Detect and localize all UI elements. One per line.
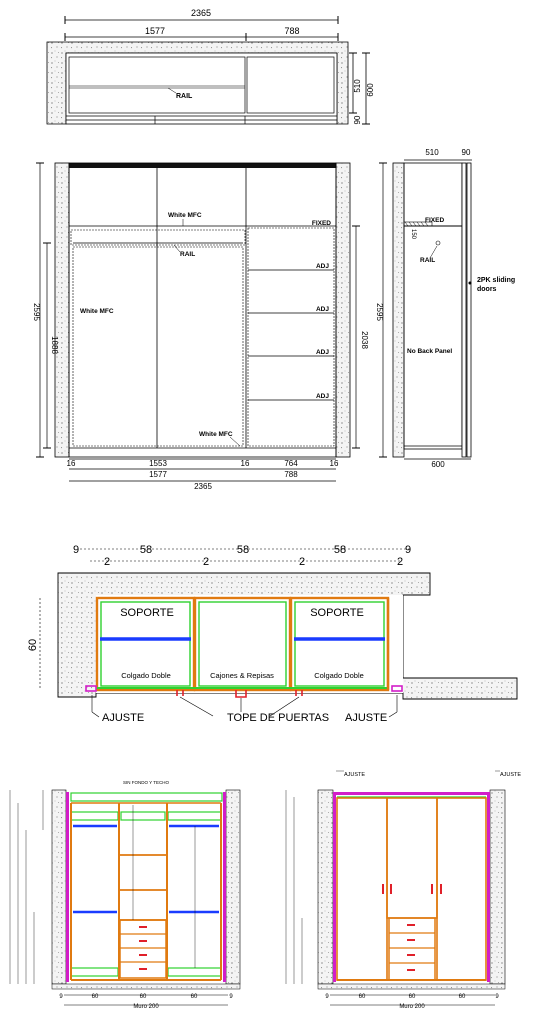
plan-dim-total: 2365 bbox=[191, 8, 211, 18]
plan-rail-label: RAIL bbox=[176, 93, 193, 100]
el-title: SIN FONDO Y TECHO bbox=[123, 780, 170, 785]
side-dim-2595: 2595 bbox=[375, 303, 384, 321]
side-dim-510: 510 bbox=[425, 148, 439, 157]
er-ajuste-right: AJUSTE bbox=[500, 772, 521, 778]
elevation-left: SIN FONDO Y TECHO bbox=[9, 780, 241, 1010]
sp-dim-60: 60 bbox=[27, 639, 39, 651]
front-dim-2365: 2365 bbox=[194, 482, 212, 491]
sp-colgado-right: Colgado Doble bbox=[314, 671, 364, 680]
el-bottom-dim-5: 9 bbox=[229, 994, 233, 1000]
side-dim-90: 90 bbox=[462, 148, 471, 157]
front-rail-label: RAIL bbox=[180, 251, 195, 258]
elevation-right: AJUSTE AJUSTE 9 60 60 60 9 Muro 200 bbox=[285, 770, 521, 1010]
side-rail-label: RAIL bbox=[420, 257, 435, 264]
sp-soporte-left: SOPORTE bbox=[120, 607, 174, 619]
el-bottom-dim-3: 60 bbox=[140, 994, 147, 1000]
sp-top-dim-1: 9 bbox=[73, 544, 79, 556]
sp-sub-dim-1: 2 bbox=[104, 556, 110, 568]
er-bottom-dim-1: 9 bbox=[325, 994, 329, 1000]
front-bottom-dim-4: 764 bbox=[284, 459, 298, 468]
sp-sub-dim-2: 2 bbox=[203, 556, 209, 568]
sp-cajones: Cajones & Repisas bbox=[210, 671, 274, 680]
er-ajuste-left: AJUSTE bbox=[344, 772, 365, 778]
sp-top-dim-4: 58 bbox=[334, 544, 346, 556]
front-white-mfc-top: White MFC bbox=[168, 212, 202, 219]
front-bottom-dim-3: 16 bbox=[241, 459, 250, 468]
sp-tope-label: TOPE DE PUERTAS bbox=[227, 712, 329, 724]
front-adj-2: ADJ bbox=[316, 306, 329, 313]
plan-dim-right: 788 bbox=[284, 26, 299, 36]
front-bottom-dim-1: 16 bbox=[67, 459, 76, 468]
front-dim-1577: 1577 bbox=[149, 470, 167, 479]
top-plan: 2365 1577 788 RAIL 510 600 90 bbox=[46, 8, 375, 125]
sp-top-dim-5: 9 bbox=[405, 544, 411, 556]
er-muro: Muro 200 bbox=[399, 1004, 425, 1010]
side-fixed-label: FIXED bbox=[425, 217, 444, 224]
sp-soporte-right: SOPORTE bbox=[310, 607, 364, 619]
front-dim-2038: 2038 bbox=[360, 331, 369, 349]
front-white-mfc-bottom: White MFC bbox=[199, 431, 233, 438]
front-dim-788: 788 bbox=[284, 470, 298, 479]
sp-colgado-left: Colgado Doble bbox=[121, 671, 171, 680]
front-fixed-label: FIXED bbox=[312, 220, 331, 227]
sp-top-dim-2: 58 bbox=[140, 544, 152, 556]
front-adj-3: ADJ bbox=[316, 349, 329, 356]
front-white-mfc-left: White MFC bbox=[80, 308, 114, 315]
plan-dim-600: 600 bbox=[366, 83, 375, 97]
er-bottom-dim-4: 60 bbox=[459, 994, 466, 1000]
plan-dim-90: 90 bbox=[353, 115, 362, 124]
sp-ajuste-right: AJUSTE bbox=[345, 712, 387, 724]
front-bottom-dim-2: 1553 bbox=[149, 459, 167, 468]
front-adj-1: ADJ bbox=[316, 263, 329, 270]
er-bottom-dim-3: 60 bbox=[409, 994, 416, 1000]
sp-top-dim-3: 58 bbox=[237, 544, 249, 556]
el-muro: Muro 200 bbox=[133, 1004, 159, 1010]
front-bottom-dim-5: 16 bbox=[330, 459, 339, 468]
front-dim-2595: 2595 bbox=[32, 303, 41, 321]
front-adj-4: ADJ bbox=[316, 393, 329, 400]
side-no-back-panel: No Back Panel bbox=[407, 348, 452, 355]
el-bottom-dim-4: 60 bbox=[191, 994, 198, 1000]
el-bottom-dim-2: 60 bbox=[92, 994, 99, 1000]
side-dim-150: 150 bbox=[410, 229, 416, 240]
side-dim-600: 600 bbox=[431, 460, 445, 469]
sp-sub-dim-4: 2 bbox=[397, 556, 403, 568]
el-bottom-dim-1: 9 bbox=[59, 994, 63, 1000]
er-bottom-dim-5: 9 bbox=[495, 994, 499, 1000]
front-elevation: White MFC RAIL FIXED ADJ ADJ ADJ ADJ Whi… bbox=[32, 162, 369, 491]
sp-sub-dim-3: 2 bbox=[299, 556, 305, 568]
er-bottom-dim-2: 60 bbox=[359, 994, 366, 1000]
plan-dim-left: 1577 bbox=[145, 26, 165, 36]
front-dim-1888: 1888 bbox=[50, 336, 59, 354]
plan-dim-510: 510 bbox=[353, 79, 362, 93]
sp-ajuste-left: AJUSTE bbox=[102, 712, 144, 724]
spanish-plan: 9 58 58 58 9 2 2 2 2 SOPORTE SOPORTE Col… bbox=[27, 544, 518, 724]
